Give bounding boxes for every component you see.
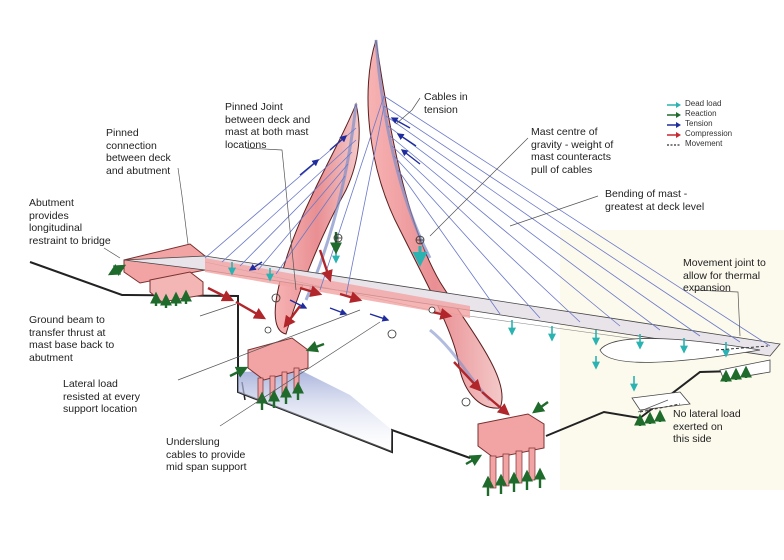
legend-movement: Movement <box>666 139 776 150</box>
label-pinned-joint: Pinned Joint between deck and mast at bo… <box>225 101 311 151</box>
label-abutment: Abutment provides longitudinal restraint… <box>29 197 111 247</box>
compression-arrows <box>207 249 510 416</box>
compression-arrow-icon <box>667 132 681 138</box>
dead-load-arrow-icon <box>667 102 681 108</box>
bridge-deck <box>123 255 781 411</box>
legend-label: Compression <box>685 129 733 138</box>
label-bending-of-mast: Bending of mast - greatest at deck level <box>605 188 705 213</box>
label-underslung-cables: Underslung cables to provide mid span su… <box>166 436 247 473</box>
movement-lines <box>639 345 769 413</box>
label-pinned-connection: Pinned connection between deck and abutm… <box>106 127 171 177</box>
label-lateral-load: Lateral load resisted at every support l… <box>63 378 141 415</box>
cables <box>204 95 771 347</box>
legend-label: Reaction <box>685 109 717 118</box>
right-pile-cap <box>477 413 545 489</box>
legend-reaction: Reaction <box>666 109 776 120</box>
label-no-lateral-load: No lateral load exerted on this side <box>673 408 741 445</box>
legend-label: Tension <box>685 119 713 128</box>
legend-tension: Tension <box>666 119 776 130</box>
legend-compression: Compression <box>666 129 776 140</box>
leader-lines <box>103 97 741 427</box>
label-mast-centre-gravity: Mast centre of gravity - weight of mast … <box>531 126 614 176</box>
legend: Dead load Reaction Tension Compression M… <box>666 99 776 150</box>
tension-arrow-icon <box>667 122 681 128</box>
reaction-arrow-icon <box>667 112 681 118</box>
label-cables-in-tension: Cables in tension <box>424 91 468 116</box>
tension-arrows <box>248 117 421 322</box>
legend-dead-load: Dead load <box>666 99 776 110</box>
label-movement-joint: Movement joint to allow for thermal expa… <box>683 257 766 294</box>
reaction-arrows <box>107 232 752 496</box>
movement-dashed-icon <box>667 144 681 146</box>
legend-label: Movement <box>685 139 723 148</box>
left-abutment <box>123 243 206 303</box>
pin-symbols <box>264 233 471 407</box>
deck-compression-band <box>205 258 470 318</box>
legend-label: Dead load <box>685 99 722 108</box>
label-ground-beam: Ground beam to transfer thrust at mast b… <box>29 314 115 364</box>
